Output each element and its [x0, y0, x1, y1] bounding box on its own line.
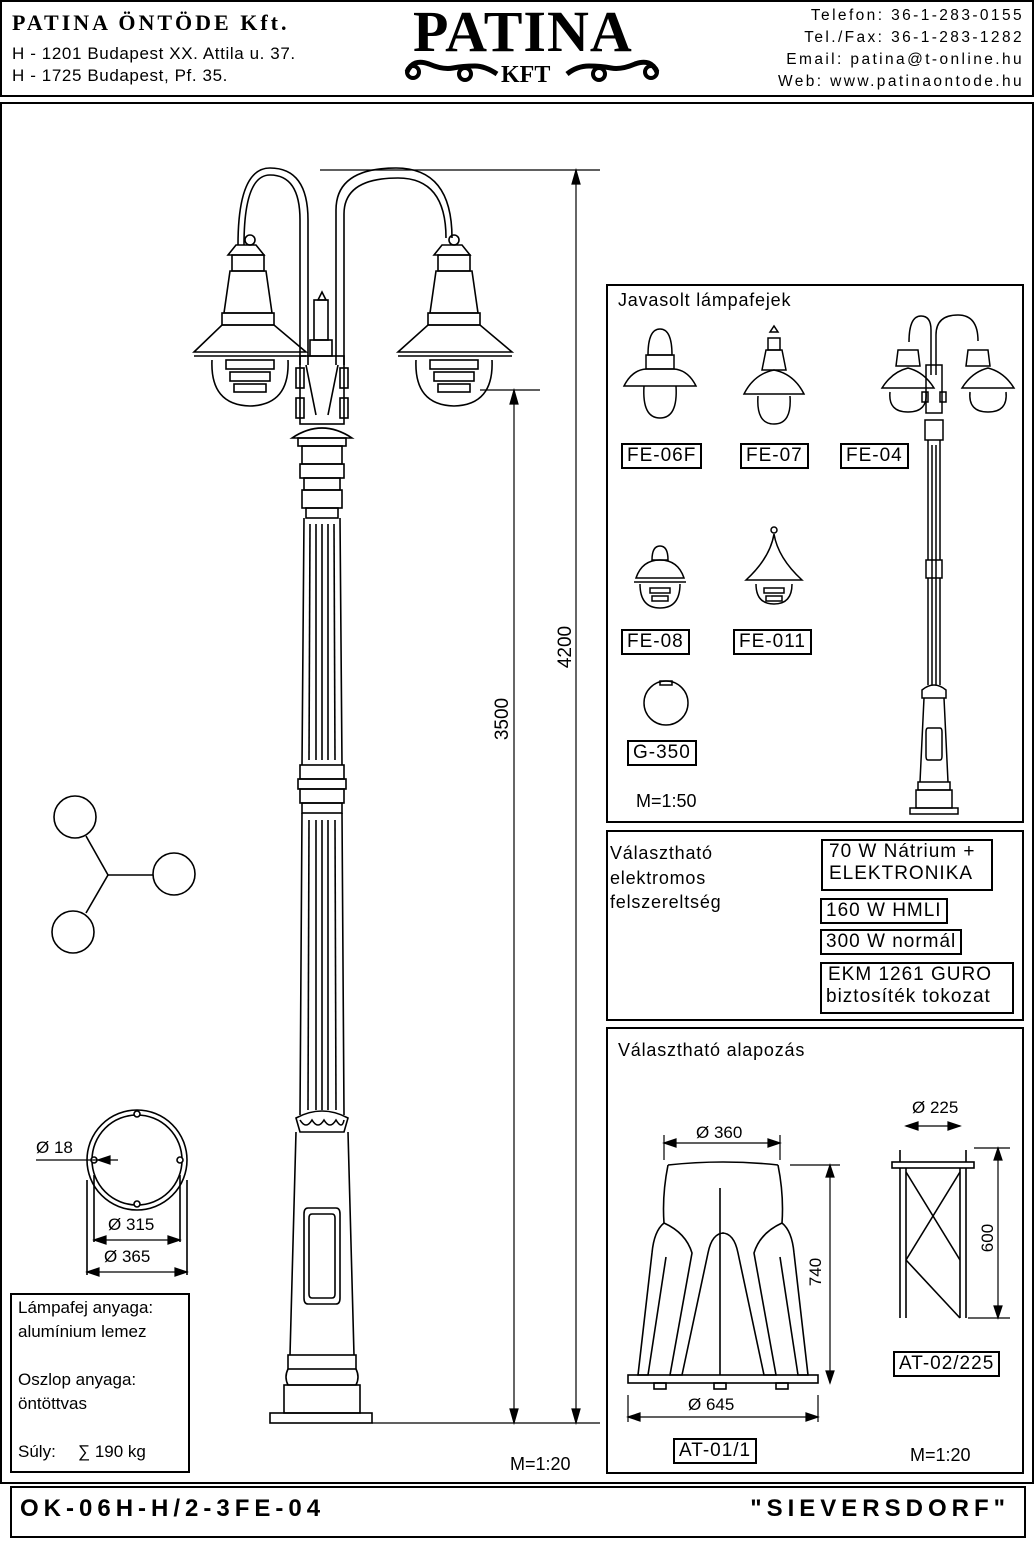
electrical-title-line-3: felszereltség: [610, 892, 722, 912]
foundation-b-top-label: Ø 225: [912, 1098, 959, 1117]
pole-material-label: Oszlop anyaga:: [18, 1370, 137, 1389]
foundation-b-height-label: 600: [978, 1223, 998, 1253]
electrical-panel: [606, 830, 1024, 1021]
option-ekm-line-1: EKM 1261 GURO: [828, 964, 992, 985]
header-frame: [0, 0, 1034, 97]
lamp-head-fe-08[interactable]: FE-08: [621, 629, 690, 655]
plan-view-icon: [51, 795, 196, 954]
option-natrium-line-1: 70 W Nátrium +: [829, 841, 976, 862]
height-4200-label: 4200: [555, 625, 577, 669]
lamp-heads-panel: [606, 284, 1024, 823]
company-web: Web: www.patinaontode.hu: [777, 73, 1024, 90]
electrical-title-line-2: elektromos: [610, 868, 707, 888]
product-name: "SIEVERSDORF": [750, 1495, 1010, 1522]
foundation-b-drawing: [891, 1150, 975, 1319]
product-code: OK-06H-H/2-3FE-04: [20, 1495, 326, 1522]
weight-label: Súly:: [18, 1442, 56, 1461]
option-ekm[interactable]: EKM 1261 GURO biztosíték tokozat: [820, 962, 1014, 1014]
lamp-head-material-label: Lámpafej anyaga:: [18, 1298, 154, 1317]
option-hmli[interactable]: 160 W HMLI: [820, 898, 948, 924]
company-logo: PATINA KFT: [395, 0, 670, 94]
option-natrium-line-2: ELEKTRONIKA: [829, 863, 974, 884]
foundation-b-code[interactable]: AT-02/225: [893, 1351, 1001, 1377]
lamp-head-fe-06f[interactable]: FE-06F: [621, 443, 703, 469]
footer-frame: [10, 1486, 1026, 1538]
lamp-heads-title: Javasolt lámpafejek: [618, 290, 792, 310]
option-ekm-line-2: biztosíték tokozat: [826, 986, 991, 1007]
base-flange-icon: [86, 1109, 188, 1275]
foundation-a-height-label: 740: [806, 1257, 826, 1287]
electrical-title-line-1: Választható: [610, 843, 713, 863]
foundation-a-base-label: Ø 645: [688, 1395, 735, 1414]
pole-material-value: öntöttvas: [18, 1394, 87, 1413]
company-name: PATINA ÖNTÖDE Kft.: [12, 10, 290, 35]
pole-scale-label: M=1:20: [510, 1454, 571, 1474]
company-phone: Telefon: 36-1-283-0155: [810, 7, 1024, 24]
logo-ornament-icon: [404, 59, 660, 82]
foundation-scale: M=1:20: [910, 1445, 971, 1465]
hole-diameter-label: Ø 18: [36, 1138, 73, 1157]
foundation-title: Választható alapozás: [618, 1040, 806, 1060]
company-address-2: H - 1725 Budapest, Pf. 35.: [12, 66, 228, 85]
height-3500-label: 3500: [492, 697, 514, 741]
left-arm: [243, 174, 301, 365]
option-normal[interactable]: 300 W normál: [820, 929, 963, 955]
weight-value: ∑ 190 kg: [78, 1442, 146, 1461]
foundation-a-top-label: Ø 360: [696, 1123, 743, 1142]
logo-text: PATINA: [413, 0, 633, 64]
company-email: Email: patina@t-online.hu: [786, 51, 1024, 68]
lamp-head-fe-07[interactable]: FE-07: [740, 443, 809, 469]
materials-panel: [10, 1293, 190, 1473]
foundation-a-code[interactable]: AT-01/1: [673, 1438, 758, 1464]
lamp-heads-scale: M=1:50: [636, 791, 697, 811]
company-fax: Tel./Fax: 36-1-283-1282: [804, 29, 1024, 46]
lamp-head-g-350[interactable]: G-350: [627, 740, 697, 766]
bolt-circle-label: Ø 315: [108, 1215, 155, 1234]
lamp-head-fe-04[interactable]: FE-04: [840, 443, 909, 469]
foundation-panel: [606, 1027, 1024, 1474]
company-address-1: H - 1201 Budapest XX. Attila u. 37.: [12, 44, 296, 63]
lamp-head-material-value: alumínium lemez: [18, 1322, 147, 1341]
lamp-head-fe-011[interactable]: FE-011: [733, 629, 812, 655]
base-diameter-label: Ø 365: [104, 1247, 151, 1266]
option-natrium[interactable]: 70 W Nátrium + ELEKTRONIKA: [821, 839, 993, 891]
foundation-a-drawing: [627, 1161, 819, 1390]
drawing-frame: [0, 102, 1034, 1484]
logo-subtext: KFT: [501, 62, 551, 88]
